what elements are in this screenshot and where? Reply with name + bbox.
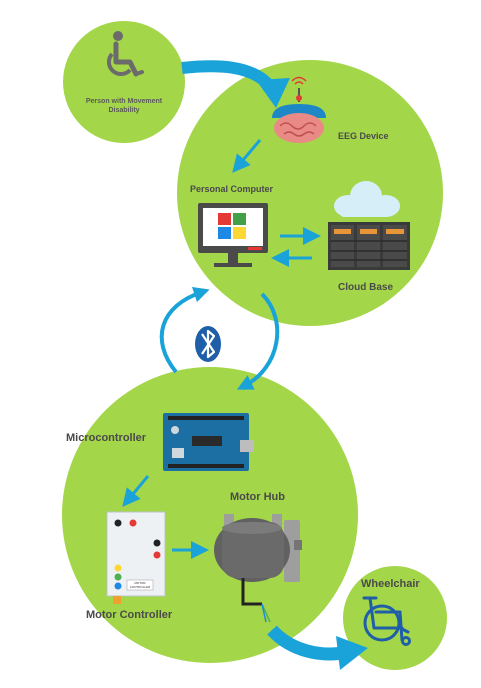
motor-to-wheelchair-arrow bbox=[267, 625, 368, 670]
wheelchair-label: Wheelchair bbox=[361, 578, 420, 590]
microcontroller-label: Microcontroller bbox=[66, 432, 147, 444]
monitor-windows-icon bbox=[198, 203, 268, 267]
motor-hub-icon bbox=[214, 514, 302, 623]
person-to-eeg-arrow bbox=[181, 60, 290, 108]
motor-controller-box-icon bbox=[106, 511, 166, 604]
controller-box-text: MOTOR CONTROLLER bbox=[129, 581, 151, 589]
person-label: Person with Movement Disability bbox=[85, 98, 163, 114]
eeg-device-label: EEG Device bbox=[338, 131, 389, 141]
brain-eeg-icon bbox=[272, 76, 326, 143]
motor-controller-label: Motor Controller bbox=[86, 609, 173, 621]
wheelchair-person-icon bbox=[106, 31, 144, 77]
eeg-to-pc-arrow bbox=[232, 139, 262, 173]
motor-hub-label: Motor Hub bbox=[230, 491, 285, 503]
arduino-board-icon bbox=[163, 413, 254, 471]
micro-to-controller-arrow bbox=[122, 475, 150, 507]
computer-cluster-circle bbox=[177, 60, 443, 326]
person-circle bbox=[63, 21, 185, 143]
bluetooth-icon bbox=[195, 326, 221, 362]
cloud-base-label: Cloud Base bbox=[338, 282, 394, 293]
wheelchair-icon bbox=[362, 596, 411, 646]
server-rack-icon bbox=[328, 222, 410, 270]
personal-computer-label: Personal Computer bbox=[190, 184, 274, 194]
bluetooth-link-arrows bbox=[159, 286, 280, 390]
cloud-icon bbox=[334, 181, 400, 217]
